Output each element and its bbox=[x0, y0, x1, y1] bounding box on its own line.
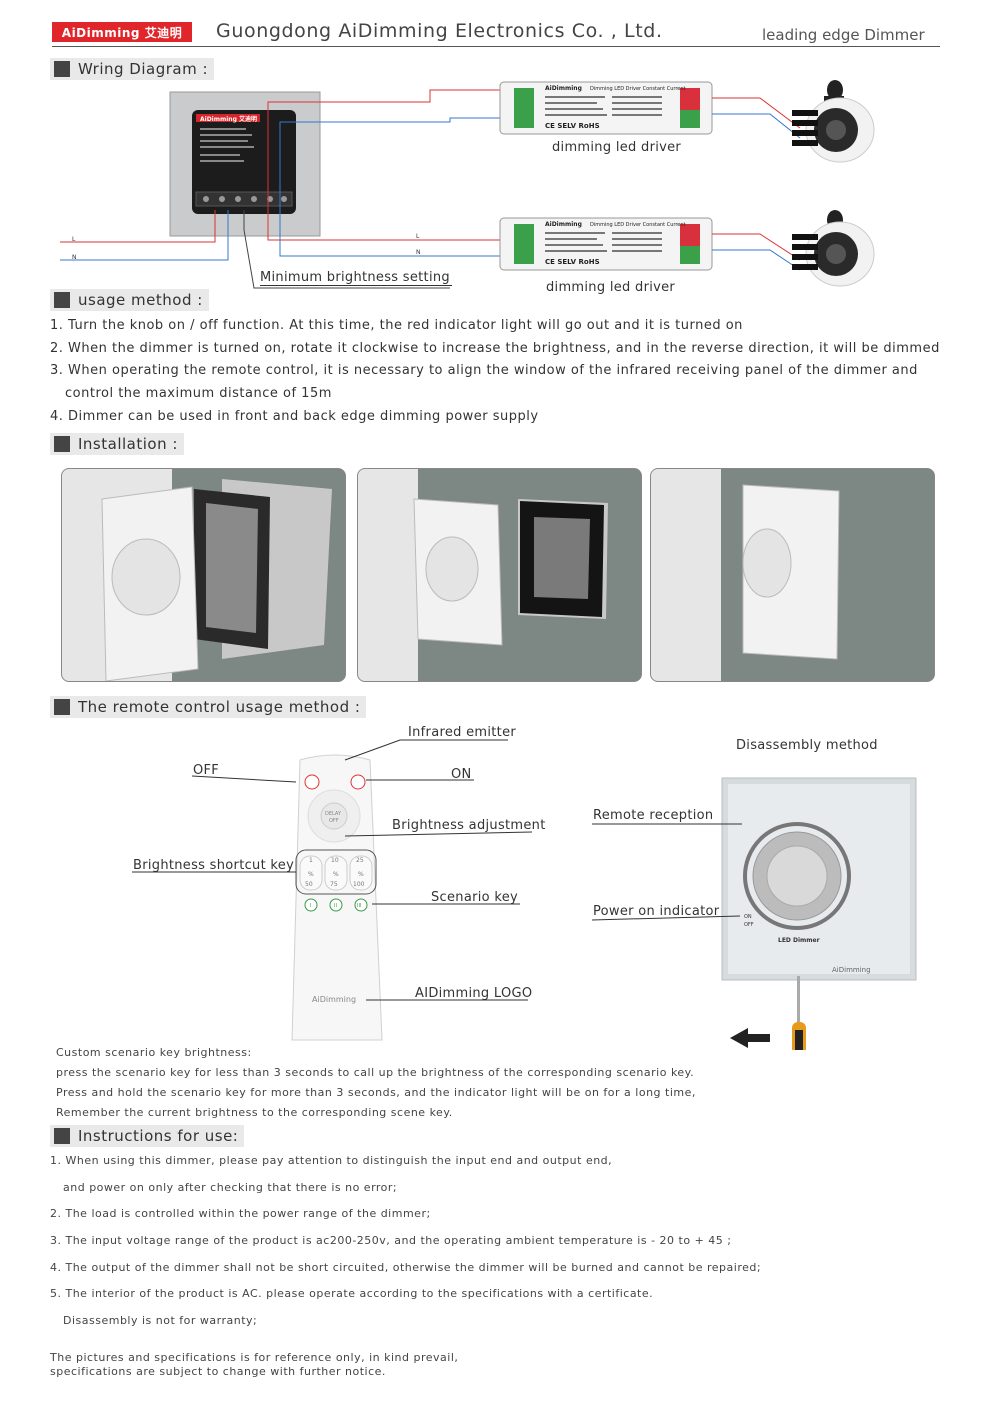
instruction-item-4: 4. The output of the dimmer shall not be… bbox=[50, 1261, 762, 1274]
installation-photo-3 bbox=[650, 468, 935, 682]
svg-text:N: N bbox=[72, 254, 77, 261]
installation-section-title: Installation : bbox=[50, 433, 184, 455]
instruction-item-5-cont: Disassembly is not for warranty; bbox=[63, 1314, 258, 1327]
header-divider bbox=[52, 46, 940, 47]
svg-text:%: % bbox=[333, 871, 339, 878]
instructions-section-title: Instructions for use: bbox=[50, 1125, 245, 1147]
custom-scenario-line-3: Remember the current brightness to the c… bbox=[56, 1106, 453, 1119]
custom-scenario-line-1: press the scenario key for less than 3 s… bbox=[56, 1066, 695, 1079]
remote-section-title: The remote control usage method : bbox=[50, 696, 367, 718]
section-marker-icon bbox=[54, 1128, 70, 1144]
driver-label-2: dimming led driver bbox=[546, 280, 676, 295]
instruction-item-3: 3. The input voltage range of the produc… bbox=[50, 1234, 732, 1247]
section-marker-icon bbox=[54, 61, 70, 77]
svg-text:II: II bbox=[334, 903, 337, 909]
usage-item-1: 1. Turn the knob on / off function. At t… bbox=[50, 318, 743, 333]
svg-text:10: 10 bbox=[331, 857, 339, 864]
led-driver-2: AiDimming Dimming LED Driver Constant Cu… bbox=[499, 217, 713, 271]
brand-logo: AiDimming 艾迪明 bbox=[52, 22, 192, 42]
remote-control: DELAY OFF 1 10 25 % % % 50 75 100 I II I… bbox=[291, 754, 383, 1041]
svg-text:AiDimming: AiDimming bbox=[312, 995, 356, 1004]
installation-photo-1 bbox=[61, 468, 346, 682]
svg-text:III: III bbox=[357, 903, 361, 909]
svg-text:AiDimming: AiDimming bbox=[832, 966, 871, 974]
svg-text:DELAY: DELAY bbox=[325, 811, 342, 817]
svg-text:N: N bbox=[416, 249, 421, 256]
svg-text:OFF: OFF bbox=[329, 818, 339, 824]
svg-text:L: L bbox=[416, 233, 420, 240]
remote-diagram: DELAY OFF 1 10 25 % % % 50 75 100 I II I… bbox=[132, 739, 917, 1050]
svg-text:OFF: OFF bbox=[744, 922, 754, 928]
section-marker-icon bbox=[54, 699, 70, 715]
custom-scenario-title: Custom scenario key brightness: bbox=[56, 1046, 252, 1059]
label-aidimming-logo: AIDimming LOGO bbox=[415, 986, 533, 1001]
label-power-indicator: Power on indicator bbox=[593, 904, 720, 919]
svg-text:Dimming LED Driver Constant: Dimming LED Driver Constant Current bbox=[590, 222, 686, 228]
downlight-2 bbox=[792, 210, 875, 287]
instruction-item-1: 1. When using this dimmer, please pay at… bbox=[50, 1154, 613, 1167]
svg-text:1: 1 bbox=[309, 857, 313, 864]
driver-label-1: dimming led driver bbox=[552, 140, 682, 155]
label-brightness-adjustment: Brightness adjustment bbox=[392, 818, 546, 833]
disassembly-panel: ON OFF LED Dimmer AiDimming bbox=[721, 777, 917, 981]
min-brightness-label: Minimum brightness setting bbox=[260, 270, 452, 286]
downlight-1 bbox=[792, 80, 875, 163]
company-name: Guongdong AiDimming Electronics Co. , Lt… bbox=[216, 20, 663, 42]
product-name: leading edge Dimmer bbox=[762, 26, 925, 44]
usage-item-4: 4. Dimmer can be used in front and back … bbox=[50, 409, 539, 424]
svg-text:%: % bbox=[358, 871, 364, 878]
usage-item-3-cont: control the maximum distance of 15m bbox=[65, 386, 332, 401]
svg-text:AiDimming: AiDimming bbox=[545, 221, 582, 228]
usage-section-title: usage method : bbox=[50, 289, 209, 311]
svg-text:25: 25 bbox=[356, 857, 364, 864]
svg-text:AiDimming: AiDimming bbox=[545, 85, 582, 92]
svg-text:CE SELV RoHS: CE SELV RoHS bbox=[545, 258, 600, 266]
arrow-left-icon bbox=[730, 1028, 770, 1048]
led-driver-1: AiDimming Dimming LED Driver Constant Cu… bbox=[499, 81, 713, 135]
svg-text:I: I bbox=[310, 903, 311, 909]
usage-item-3: 3. When operating the remote control, it… bbox=[50, 363, 918, 378]
label-disassembly-method: Disassembly method bbox=[736, 738, 878, 753]
label-remote-reception: Remote reception bbox=[593, 808, 714, 823]
wiring-diagram: AiDimming 艾迪明 L N L N AiDimming Dimming … bbox=[60, 80, 875, 289]
label-scenario-key: Scenario key bbox=[431, 890, 519, 905]
footer-line-1: The pictures and specifications is for r… bbox=[50, 1351, 459, 1364]
footer-line-2: specifications are subject to change wit… bbox=[50, 1365, 386, 1378]
svg-text:LED Dimmer: LED Dimmer bbox=[778, 937, 820, 944]
custom-scenario-line-2: Press and hold the scenario key for more… bbox=[56, 1086, 696, 1099]
svg-text:50: 50 bbox=[305, 881, 313, 888]
svg-text:75: 75 bbox=[330, 881, 338, 888]
svg-text:Dimming LED Driver Constant: Dimming LED Driver Constant Current bbox=[590, 86, 686, 92]
usage-item-2: 2. When the dimmer is turned on, rotate … bbox=[50, 341, 940, 356]
instruction-item-1-cont: and power on only after checking that th… bbox=[63, 1181, 398, 1194]
svg-text:ON: ON bbox=[744, 914, 752, 920]
label-on: ON bbox=[451, 767, 472, 782]
svg-text:AiDimming 艾迪明: AiDimming 艾迪明 bbox=[200, 115, 257, 123]
label-off: OFF bbox=[193, 763, 220, 778]
installation-photo-2 bbox=[357, 468, 642, 682]
label-infrared-emitter: Infrared emitter bbox=[408, 725, 517, 740]
screwdriver-icon bbox=[792, 976, 806, 1050]
svg-text:%: % bbox=[308, 871, 314, 878]
wiring-section-title: Wring Diagram : bbox=[50, 58, 215, 80]
section-marker-icon bbox=[54, 436, 70, 452]
label-brightness-shortcut: Brightness shortcut key bbox=[133, 858, 295, 873]
svg-text:100: 100 bbox=[353, 881, 365, 888]
svg-text:CE SELV RoHS: CE SELV RoHS bbox=[545, 122, 600, 130]
section-marker-icon bbox=[54, 292, 70, 308]
instruction-item-5: 5. The interior of the product is AC. pl… bbox=[50, 1287, 654, 1300]
instruction-item-2: 2. The load is controlled within the pow… bbox=[50, 1207, 431, 1220]
svg-text:L: L bbox=[72, 236, 76, 243]
